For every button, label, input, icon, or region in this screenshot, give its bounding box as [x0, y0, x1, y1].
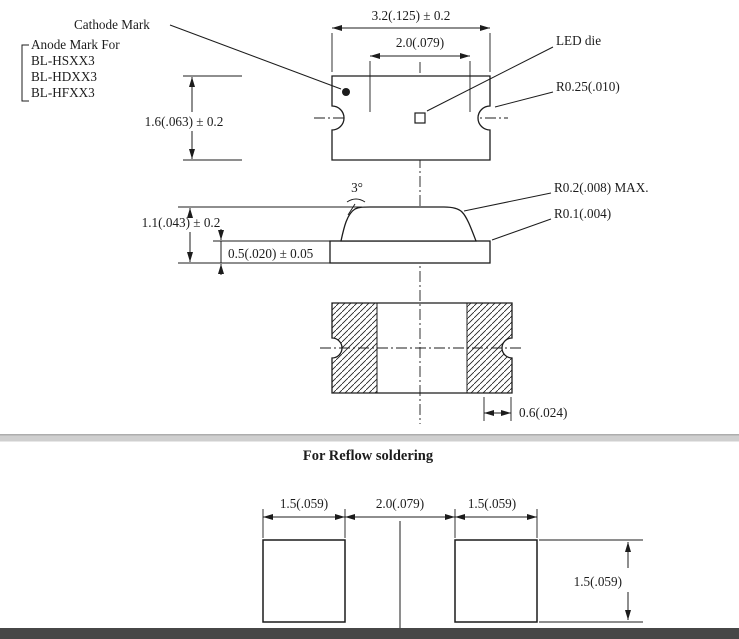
angle-label: 3° — [351, 180, 363, 195]
led-die-square — [414, 112, 426, 124]
dim-pad-height-label: 1.5(.059) — [574, 574, 622, 589]
base-radius-label: R0.1(.004) — [554, 206, 611, 221]
left-solder-pad — [262, 539, 346, 623]
anode-bracket — [21, 44, 29, 102]
anode-mark-callout: Anode Mark For BL-HSXX3 BL-HDXX3 BL-HFXX… — [21, 37, 120, 102]
cathode-mark-label: Cathode Mark — [74, 17, 150, 32]
section-divider-edge — [0, 434, 739, 436]
leader-line — [169, 24, 342, 90]
right-solder-pad — [454, 539, 538, 623]
dome-radius-callout: R0.2(.008) MAX. — [463, 180, 649, 212]
dim-terminal-label: 0.6(.024) — [519, 405, 567, 420]
dim-height: 1.6(.063) ± 0.2 — [145, 75, 242, 161]
corner-radius-callout: R0.25(.010) — [494, 79, 620, 108]
dim-width: 3.2(.125) ± 0.2 — [331, 8, 491, 72]
leader-line — [491, 218, 552, 241]
dim-height-label: 1.6(.063) ± 0.2 — [145, 114, 224, 129]
top-view: 3.2(.125) ± 0.2 2.0(.079) 1.6(.063) ± 0.… — [21, 8, 620, 161]
anode-model-2: BL-HDXX3 — [31, 69, 97, 84]
bottom-view: 0.6(.024) — [320, 302, 567, 421]
anode-model-1: BL-HSXX3 — [31, 53, 95, 68]
angle-arc — [346, 198, 366, 203]
package-bottom-outline — [331, 302, 513, 394]
dim-pad-height: 1.5(.059) — [539, 539, 643, 623]
dim-inner-label: 2.0(.079) — [396, 35, 444, 50]
lens-dome-profile — [340, 206, 477, 242]
leader-line — [494, 91, 554, 108]
led-die-label: LED die — [556, 33, 601, 48]
cathode-mark-callout: Cathode Mark — [74, 17, 342, 90]
angle-callout: 3° — [346, 180, 366, 216]
led-die-callout: LED die — [426, 33, 601, 112]
base-radius-callout: R0.1(.004) — [491, 206, 611, 241]
package-base-profile — [329, 240, 491, 264]
left-notch-fill — [332, 338, 342, 358]
dim-total-height: 1.1(.043) ± 0.2 — [142, 206, 362, 264]
dim-base-thickness-label: 0.5(.020) ± 0.05 — [228, 246, 314, 261]
dome-radius-label: R0.2(.008) MAX. — [554, 180, 649, 195]
dim-width-label: 3.2(.125) ± 0.2 — [372, 8, 451, 23]
dim-inner-width: 2.0(.079) — [369, 35, 471, 112]
dim-gap-label: 2.0(.079) — [376, 496, 424, 511]
leader-line — [347, 203, 356, 216]
dim-right-pad-label: 1.5(.059) — [468, 496, 516, 511]
anode-model-3: BL-HFXX3 — [31, 85, 95, 100]
dim-terminal-width: 0.6(.024) — [483, 397, 567, 421]
leader-line — [463, 192, 552, 212]
bottom-bar — [0, 628, 739, 639]
reflow-pad-layout: For Reflow soldering 1.5(.059) 2.0(.079)… — [262, 448, 643, 631]
section-divider — [0, 435, 739, 442]
corner-radius-label: R0.25(.010) — [556, 79, 620, 94]
dim-base-thickness: 0.5(.020) ± 0.05 — [213, 229, 330, 275]
leader-line — [426, 46, 554, 112]
anode-mark-label: Anode Mark For — [31, 37, 120, 52]
side-view: 3° 1.1(.043) ± 0.2 0.5(.020) ± 0.05 R0.2… — [142, 180, 649, 275]
dim-total-height-label: 1.1(.043) ± 0.2 — [142, 215, 221, 230]
cathode-mark-dot — [342, 88, 350, 96]
package-top-outline — [331, 75, 491, 161]
reflow-title: For Reflow soldering — [303, 448, 434, 464]
dim-left-pad-label: 1.5(.059) — [280, 496, 328, 511]
